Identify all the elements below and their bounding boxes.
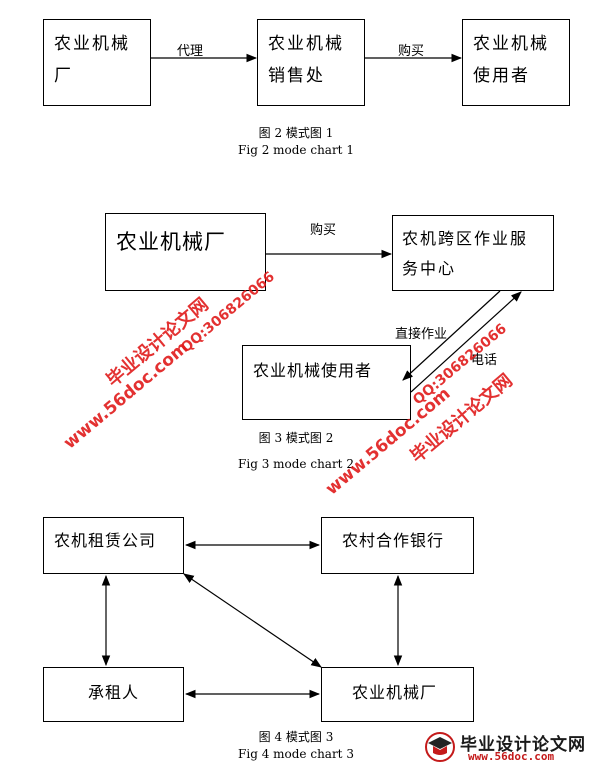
fig3-user-label: 农业机械使用者 — [253, 361, 373, 380]
fig4-caption-en: Fig 4 mode chart 3 — [238, 747, 354, 761]
logo-name: 毕业设计论文网 — [460, 735, 586, 755]
logo-url: www.56doc.com — [468, 750, 555, 763]
fig3-service-node: 农机跨区作业服 务中心 — [392, 215, 554, 291]
fig4-factory-label: 农业机械厂 — [352, 683, 438, 702]
fig4-leasing-factory-arrow — [183, 573, 322, 668]
fig2-caption-en: Fig 2 mode chart 1 — [238, 143, 354, 157]
fig4-leasing-label: 农机租赁公司 — [54, 531, 157, 550]
fig3-contact-label: 电话 — [471, 353, 498, 368]
fig4-factory-node: 农业机械厂 — [321, 667, 474, 722]
fig2-user-node: 农业机械 使用者 — [462, 19, 570, 106]
fig2-buy-label: 购买 — [398, 44, 425, 59]
fig3-user-node: 农业机械使用者 — [242, 345, 411, 420]
fig2-agent-label: 代理 — [177, 44, 204, 59]
fig4-leasing-node: 农机租赁公司 — [43, 517, 184, 574]
fig2-factory-node: 农业机械 厂 — [43, 19, 151, 106]
fig3-direct-arrow — [402, 290, 501, 381]
fig3-service-label: 农机跨区作业服 务中心 — [402, 229, 529, 278]
fig3-factory-node: 农业机械厂 — [105, 213, 266, 291]
fig4-lessee-label: 承租人 — [88, 683, 140, 702]
site-logo: 毕业设计论文网 www.56doc.com — [418, 728, 588, 766]
fig2-caption-cn: 图 2 模式图 1 — [258, 126, 334, 140]
fig4-caption-cn: 图 4 模式图 3 — [258, 730, 334, 744]
fig3-caption-cn: 图 3 模式图 2 — [258, 431, 334, 445]
fig2-sales-label: 农业机械 销售处 — [268, 34, 344, 86]
fig4-lessee-node: 承租人 — [43, 667, 184, 722]
fig2-factory-label: 农业机械 厂 — [54, 34, 130, 86]
fig3-contact-arrow — [410, 291, 522, 393]
fig3-direct-label: 直接作业 — [395, 327, 448, 342]
fig3-factory-label: 农业机械厂 — [116, 230, 226, 254]
fig3-buy-label: 购买 — [310, 223, 337, 238]
fig3-caption-en: Fig 3 mode chart 2 — [238, 457, 354, 471]
fig4-bank-label: 农村合作银行 — [342, 531, 445, 550]
fig4-bank-node: 农村合作银行 — [321, 517, 474, 574]
fig2-user-label: 农业机械 使用者 — [473, 34, 549, 86]
fig2-sales-node: 农业机械 销售处 — [257, 19, 365, 106]
logo-emblem-icon — [425, 732, 455, 762]
